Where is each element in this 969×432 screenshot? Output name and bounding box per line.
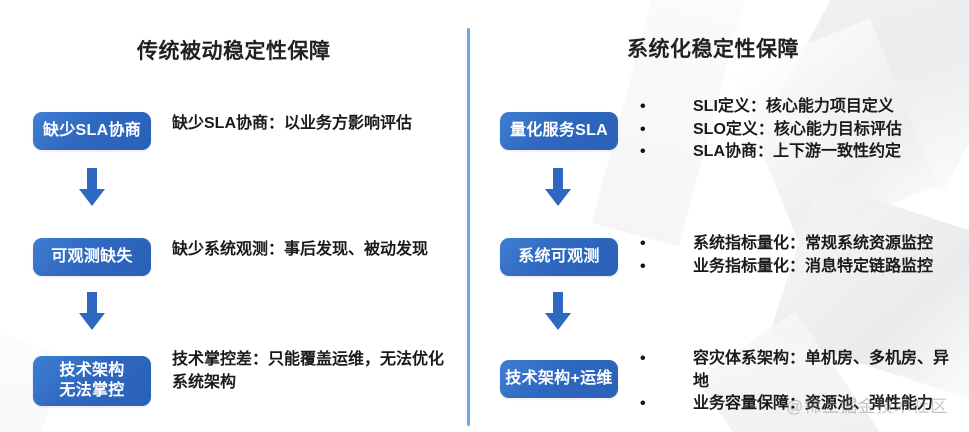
bullet-item: • SLA协商：上下游一致性约定	[640, 141, 962, 164]
bullet-item: • SLI定义：核心能力项目定义	[640, 96, 962, 119]
left-step-2-description: 缺少系统观测：事后发现、被动发现	[172, 241, 429, 258]
bullet-dot-icon: •	[640, 350, 646, 367]
bullet-item: • 容灾体系架构：单机房、多机房、异地	[640, 348, 962, 393]
right-step-3-box[interactable]: 技术架构+运维	[500, 360, 618, 398]
left-arrow-2-icon	[79, 292, 105, 330]
left-step-3-box[interactable]: 技术架构 无法掌控	[33, 356, 151, 406]
right-column-title: 系统化稳定性保障	[627, 38, 799, 61]
right-step-2-box[interactable]: 系统可观测	[500, 238, 618, 276]
left-column-title: 传统被动稳定性保障	[137, 40, 331, 63]
bullet-item: • 业务容量保障：资源池、弹性能力	[640, 393, 962, 416]
bullet-text: SLA协商：上下游一致性约定	[693, 143, 902, 161]
bullet-dot-icon: •	[640, 143, 646, 161]
left-step-1-box[interactable]: 缺少SLA协商	[33, 112, 151, 150]
left-arrow-1-icon	[79, 168, 105, 206]
right-arrow-2-icon	[545, 292, 571, 330]
right-step-2-bullet-list: • 系统指标量化：常规系统资源监控 • 业务指标量化：消息特定链路监控	[640, 233, 962, 278]
bullet-dot-icon: •	[640, 120, 646, 138]
bullet-text: SLI定义：核心能力项目定义	[693, 98, 894, 115]
right-step-1-bullet-list: • SLI定义：核心能力项目定义 • SLO定义：核心能力目标评估 • SLA协商：上下游…	[640, 96, 962, 164]
bullet-text: 业务容量保障：资源池、弹性能力	[693, 395, 934, 413]
bullet-item: • 系统指标量化：常规系统资源监控	[640, 233, 962, 256]
left-step-2-box[interactable]: 可观测缺失	[33, 238, 151, 276]
bullet-dot-icon: •	[640, 395, 646, 413]
left-step-1-description: 缺少SLA协商：以业务方影响评估	[172, 115, 413, 132]
bullet-text: 容灾体系架构：单机房、多机房、异地	[693, 350, 950, 390]
right-step-3-bullet-list: • 容灾体系架构：单机房、多机房、异地 • 业务容量保障：资源池、弹性能力	[640, 348, 962, 416]
left-step-3-description: 技术掌控差：只能覆盖运维，无法优化系统架构	[172, 351, 445, 392]
bullet-item: • 业务指标量化：消息特定链路监控	[640, 256, 962, 279]
bullet-text: 系统指标量化：常规系统资源监控	[693, 235, 934, 252]
right-step-1-box[interactable]: 量化服务SLA	[500, 112, 618, 150]
bullet-dot-icon: •	[640, 257, 646, 275]
bullet-item: • SLO定义：核心能力目标评估	[640, 119, 962, 142]
vertical-divider	[467, 28, 470, 426]
bullet-dot-icon: •	[640, 235, 646, 252]
watermark-text: @稀土掘金技术社区	[786, 397, 949, 416]
bullet-text: SLO定义：核心能力目标评估	[693, 120, 902, 138]
right-arrow-1-icon	[545, 168, 571, 206]
bullet-dot-icon: •	[640, 98, 646, 115]
bullet-text: 业务指标量化：消息特定链路监控	[693, 257, 934, 275]
